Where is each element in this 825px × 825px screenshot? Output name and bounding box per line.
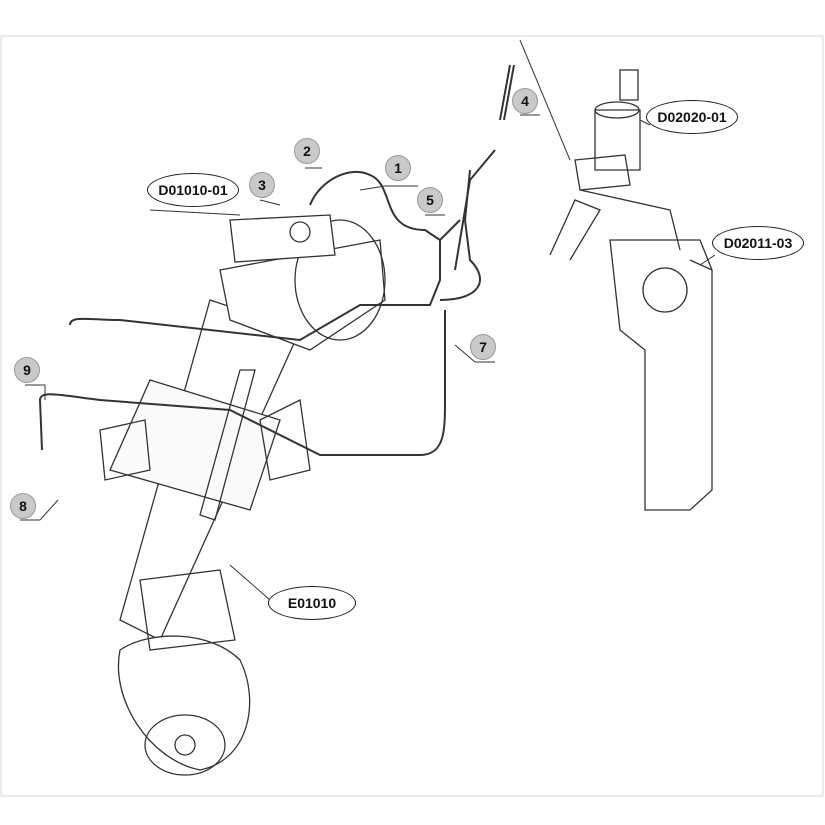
part-label-steering-bracket: D02011-03 bbox=[712, 226, 804, 260]
callout-5: 5 bbox=[417, 187, 443, 213]
part-label-steering-unit: D02020-01 bbox=[646, 100, 738, 134]
steering-unit-drawing bbox=[574, 69, 641, 191]
hydraulic-hoses bbox=[39, 64, 515, 456]
callout-2: 2 bbox=[294, 138, 320, 164]
axle-drawing bbox=[99, 214, 386, 776]
part-label-axle: E01010 bbox=[268, 586, 356, 620]
part-label-hydraulic-pump: D01010-01 bbox=[147, 173, 239, 207]
leader-lines bbox=[20, 39, 716, 601]
callout-3: 3 bbox=[249, 172, 275, 198]
callout-4: 4 bbox=[512, 88, 538, 114]
steering-bracket-drawing bbox=[549, 189, 713, 511]
callout-1: 1 bbox=[385, 155, 411, 181]
callout-9: 9 bbox=[14, 357, 40, 383]
diagram-border bbox=[0, 35, 824, 797]
callout-8: 8 bbox=[10, 493, 36, 519]
callout-7: 7 bbox=[470, 334, 496, 360]
